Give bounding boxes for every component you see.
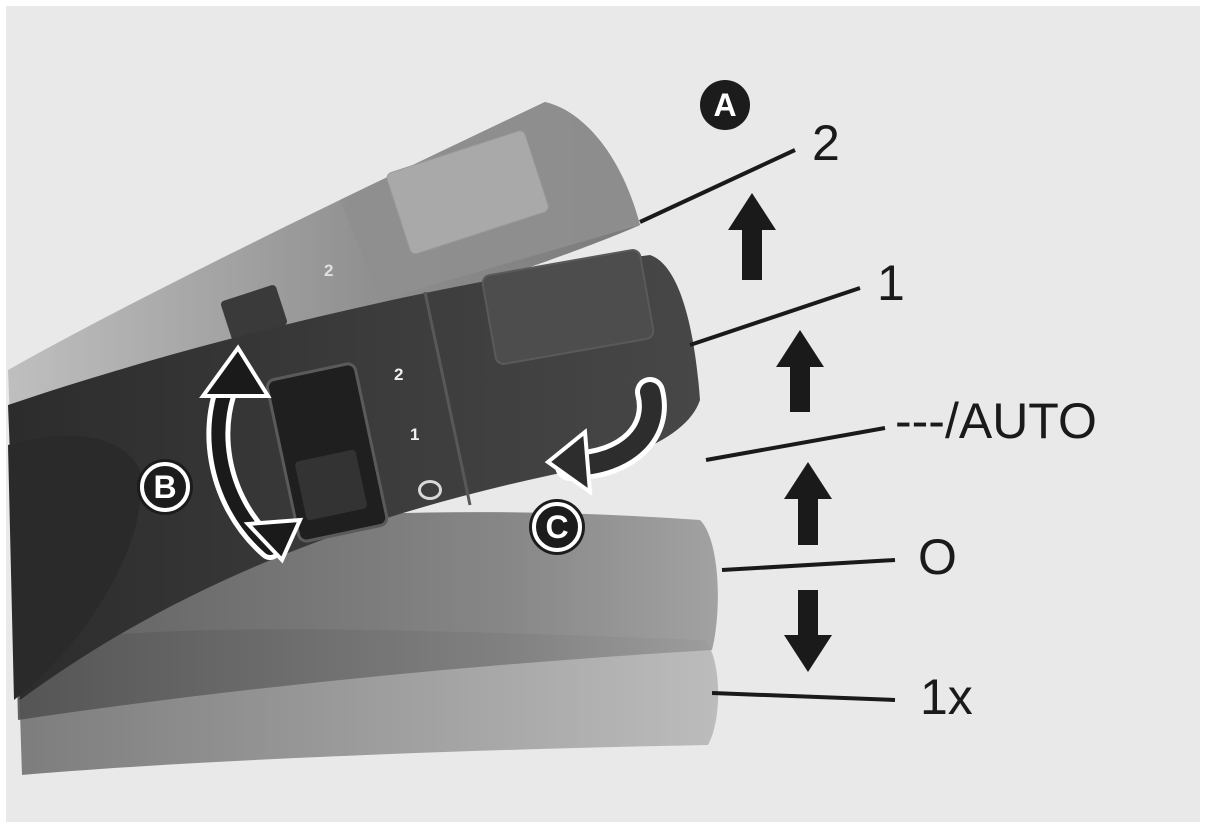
rotation-arrow-b-head-down [243,517,304,564]
lever-marking-off-ring [418,480,442,500]
position-label-single: 1x [920,669,973,725]
position-label-high: 2 [812,115,840,171]
arrow-up-to-high [728,193,776,280]
leader-line-intermittent [705,426,886,462]
leader-line-low [689,286,861,347]
rotation-arrow-b-head-up [199,344,272,398]
leader-line-single [711,691,896,702]
lever-ghost-high-slot [220,285,288,341]
lever-main-ring-edge [423,291,472,506]
position-label-intermittent: ---/AUTO [895,393,1097,449]
leader-line-high [639,148,796,224]
arrow-up-to-low [776,330,824,412]
lever-marking-one: 1 [410,425,420,444]
position-label-low: 1 [877,255,905,311]
callout-b: B [140,462,190,512]
lever-marking-two-ghost: 2 [324,261,334,280]
lever-main-window [481,249,655,365]
leader-line-off [721,558,896,572]
intermittent-knob-ridge [295,449,367,521]
push-arrow-c-head [544,428,593,497]
lever-ghost-high-window [386,130,549,255]
position-label-off: O [918,529,957,585]
callout-a: A [700,80,750,130]
lever-marking-two: 2 [394,365,404,384]
arrow-up-to-intermittent [784,462,832,545]
lever-main-body [8,435,142,700]
callout-c: C [532,502,582,552]
arrow-down-to-single [784,590,832,672]
